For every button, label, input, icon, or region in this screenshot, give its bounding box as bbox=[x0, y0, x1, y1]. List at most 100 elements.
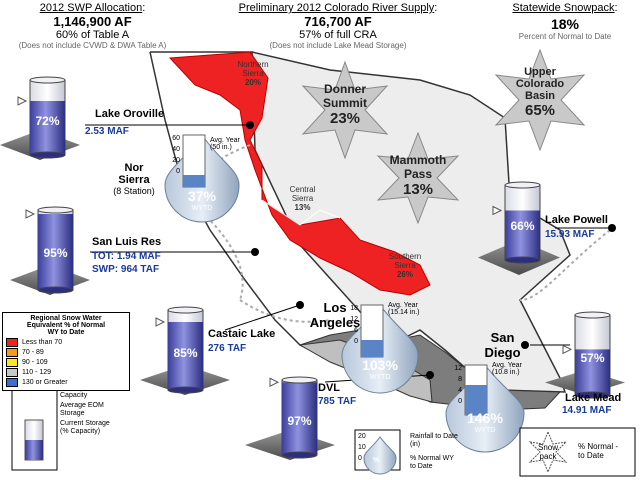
region-northern: Northern Sierra 20% bbox=[228, 60, 278, 87]
legend-rain-tick-10: 10 bbox=[358, 444, 366, 451]
la-ticks: 18 12 6 0 bbox=[346, 303, 358, 347]
la-l1: Los bbox=[323, 300, 347, 315]
snow-legend-item: Less than 70 bbox=[6, 338, 126, 347]
colorado-l1: Upper bbox=[524, 66, 556, 78]
snow-legend-swatch bbox=[6, 378, 18, 387]
la-pct: 103% bbox=[362, 357, 398, 373]
legend-current2: (% Capacity) bbox=[60, 428, 101, 435]
la-tick-6: 6 bbox=[354, 327, 358, 334]
legend-snow1: Snow bbox=[537, 443, 558, 452]
sanluis-swp: SWP: 964 TAF bbox=[92, 264, 160, 275]
region-southern: Southern Sierra 26% bbox=[380, 252, 430, 279]
snowpack-title-colon: : bbox=[614, 2, 618, 14]
norsierra-tick-60: 60 bbox=[172, 135, 180, 142]
snow-legend-item: 70 - 89 bbox=[6, 348, 126, 357]
reservoir-oroville-storage bbox=[30, 101, 65, 155]
legend-rain4: to Date bbox=[410, 463, 433, 470]
region-southern-pct: 26% bbox=[396, 270, 413, 279]
snow-legend-swatch bbox=[6, 348, 18, 357]
legend-snowpct2: to Date bbox=[578, 451, 604, 460]
snowpack-header: Statewide Snowpack: 18% Percent of Norma… bbox=[490, 2, 640, 41]
sd-avg-value: (10.8 in.) bbox=[492, 369, 520, 376]
reservoir-dvl-avg-marker bbox=[269, 377, 280, 388]
legend-rain-pctsym: % bbox=[373, 457, 380, 464]
sd-tick-4: 4 bbox=[458, 387, 462, 394]
snow-legend-label: 110 - 129 bbox=[22, 369, 52, 376]
oroville-value: 2.53 MAF bbox=[85, 126, 129, 137]
sanluis-name: San Luis Res bbox=[92, 236, 162, 248]
donner-l1: Donner bbox=[324, 82, 366, 96]
reservoir-castaic-avg-marker bbox=[155, 317, 166, 327]
reservoir-oroville-avg-marker bbox=[17, 96, 28, 106]
mead-value: 14.91 MAF bbox=[562, 405, 612, 416]
region-central: Central Sierra 13% bbox=[280, 185, 325, 212]
reservoir-dvl-storage bbox=[282, 382, 317, 455]
dvl-value: 785 TAF bbox=[318, 396, 357, 407]
legend-rain1: Rainfall to Date bbox=[410, 433, 458, 440]
legend-rain-ticks: 20 10 0 bbox=[358, 431, 366, 464]
la-avg-label: Avg. Year bbox=[388, 302, 418, 309]
la-tick-12: 12 bbox=[350, 316, 358, 323]
legend-avg1: Average EOM bbox=[60, 402, 104, 409]
legend-snowpct: % Normal - to Date bbox=[578, 442, 618, 460]
region-southern-name2: Sierra bbox=[394, 261, 416, 270]
sd-avg-label: Avg. Year bbox=[492, 362, 522, 369]
donner-pct: 23% bbox=[329, 110, 361, 127]
legend-rain3: % Normal WY bbox=[410, 455, 454, 462]
snow-legend-swatch bbox=[6, 338, 18, 347]
colorado-l2: Colorado bbox=[515, 78, 565, 90]
norsierra-avg-value: (50 in.) bbox=[210, 144, 232, 151]
legend-snow2: pack bbox=[539, 452, 557, 461]
legend-snow-icon-text: Snow pack bbox=[536, 443, 560, 461]
colorado-basin-label: Upper Colorado Basin 65% bbox=[500, 66, 580, 119]
snowpack-title: Statewide Snowpack bbox=[512, 2, 615, 14]
colorado-l3: Basin bbox=[525, 90, 555, 102]
region-northern-name1: Northern bbox=[237, 60, 269, 69]
castaic-value: 276 TAF bbox=[208, 343, 247, 354]
snow-legend: Regional Snow Water Equivalent % of Norm… bbox=[2, 312, 130, 391]
norsierra-l3: (8 Station) bbox=[113, 186, 155, 196]
mammoth-l2: Pass bbox=[403, 167, 433, 181]
mammoth-label: Mammoth Pass 13% bbox=[378, 153, 458, 198]
colorado-title-colon: : bbox=[434, 2, 438, 14]
snow-legend-label: 90 - 109 bbox=[22, 359, 48, 366]
region-southern-name1: Southern bbox=[388, 252, 422, 261]
reservoir-mead-storage bbox=[575, 349, 610, 395]
swp-pct: 60% of Table A bbox=[55, 29, 130, 41]
snow-legend-swatch bbox=[6, 368, 18, 377]
sierra-snow-region bbox=[168, 51, 431, 296]
sd-avg: Avg. Year (10.8 in.) bbox=[492, 362, 522, 376]
mead-name: Lake Mead bbox=[565, 392, 622, 404]
sd-tick-8: 8 bbox=[458, 376, 462, 383]
reservoir-castaic-storage bbox=[168, 322, 203, 390]
sd-ticks: 12 8 4 0 bbox=[450, 363, 462, 407]
la-avg: Avg. Year (15.14 in.) bbox=[388, 302, 420, 316]
swp-note: (Does not include CVWD & DWA Table A) bbox=[18, 41, 167, 50]
swp-header: 2012 SWP Allocation: 1,146,900 AF 60% of… bbox=[0, 2, 185, 50]
la-tick-18: 18 bbox=[350, 305, 358, 312]
colorado-header: Preliminary 2012 Colorado River Supply: … bbox=[208, 2, 468, 50]
norsierra-ticks: 60 40 20 0 bbox=[168, 133, 180, 177]
snow-legend-item: 110 - 129 bbox=[6, 368, 126, 377]
snow-legend-title1: Regional Snow Water bbox=[30, 315, 102, 322]
region-central-name2: Sierra bbox=[291, 194, 314, 203]
legend-rain-tick-0: 0 bbox=[358, 455, 362, 462]
reservoir-sanluis-storage bbox=[38, 214, 73, 290]
reservoir-dvl-pct: 97% bbox=[287, 413, 312, 428]
legend-current1: Current Storage bbox=[60, 420, 110, 427]
reservoir-mead-pct: 57% bbox=[580, 351, 605, 365]
reservoir-powell-pct: 66% bbox=[510, 218, 535, 233]
legend-capacity: Capacity bbox=[60, 392, 88, 399]
powell-value: 15.93 MAF bbox=[545, 229, 595, 240]
legend-snowpct1: % Normal - bbox=[578, 442, 619, 451]
legend-rain-tick-20: 20 bbox=[358, 433, 366, 440]
snow-legend-label: 130 or Greater bbox=[22, 379, 68, 386]
norsierra-tick-40: 40 bbox=[172, 146, 180, 153]
norsierra-l1: Nor bbox=[124, 162, 144, 174]
